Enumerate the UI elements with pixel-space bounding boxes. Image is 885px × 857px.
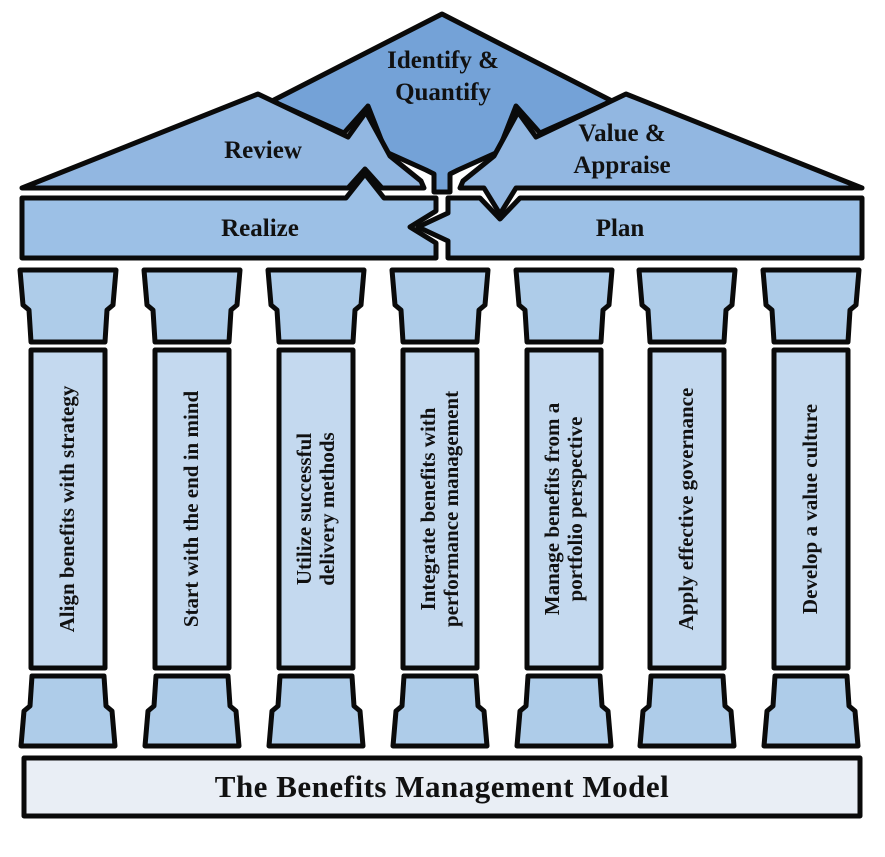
column-3-base xyxy=(266,673,366,749)
column-5-shaft xyxy=(524,347,604,671)
column-4-base xyxy=(390,673,490,749)
columns-group xyxy=(17,267,862,749)
column-4-capital xyxy=(389,267,491,345)
column-7-capital xyxy=(760,267,862,345)
column-4-shaft xyxy=(400,347,480,671)
column-1-shaft xyxy=(28,347,108,671)
column-6-shaft xyxy=(647,347,727,671)
column-1-capital xyxy=(17,267,119,345)
column-7-base xyxy=(761,673,861,749)
column-2-base xyxy=(142,673,242,749)
column-6-base xyxy=(637,673,737,749)
column-2-shaft xyxy=(152,347,232,671)
column-3-shaft xyxy=(276,347,356,671)
column-6-capital xyxy=(636,267,738,345)
column-5-base xyxy=(514,673,614,749)
beam-piece-realize xyxy=(19,171,439,261)
column-5-capital xyxy=(513,267,615,345)
column-7-shaft xyxy=(771,347,851,671)
column-1-base xyxy=(18,673,118,749)
column-2-capital xyxy=(141,267,243,345)
pediment-piece-identify-quantify xyxy=(269,11,615,195)
pediment-piece-review xyxy=(19,91,427,191)
column-3-capital xyxy=(265,267,367,345)
beam-piece-plan xyxy=(415,195,865,261)
pediment-piece-value-appraise xyxy=(457,91,865,217)
base-bar xyxy=(21,755,863,819)
